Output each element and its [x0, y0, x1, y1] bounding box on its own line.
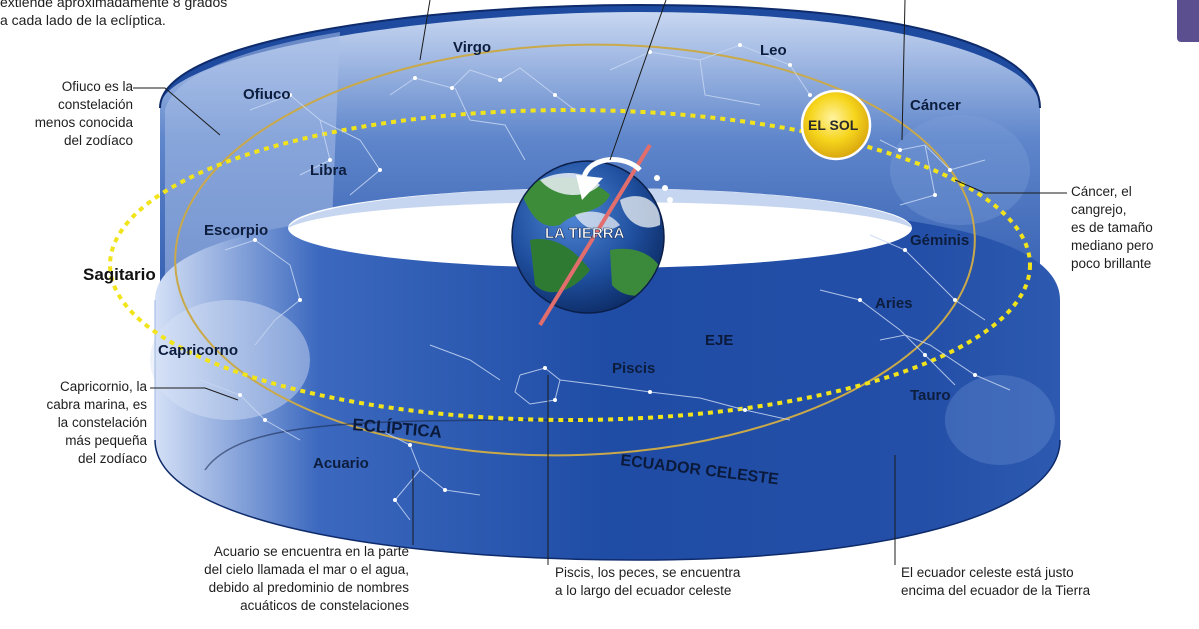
top-note-line-2: a cada lado de la eclíptica.	[0, 12, 166, 28]
const-leo: Leo	[760, 42, 787, 59]
note-acuario-line-2: del cielo llamada el mar o el agua,	[204, 562, 409, 577]
note-cancer-line-3: es de tamaño	[1071, 220, 1153, 235]
const-libra: Libra	[310, 162, 347, 179]
constellation-stars	[238, 43, 977, 502]
const-cancer: Cáncer	[910, 97, 961, 114]
const-sagitario: Sagitario	[83, 265, 156, 284]
note-ecuador: El ecuador celeste está justo encima del…	[901, 564, 1090, 600]
note-acuario: Acuario se encuentra en la parte del cie…	[130, 543, 409, 615]
bottom-rim	[154, 439, 1061, 561]
note-ofiuco: Ofiuco es la constelación menos conocida…	[0, 78, 133, 150]
note-ofiuco-line-1: Ofiuco es la	[61, 79, 133, 94]
note-cancer-line-4: mediano pero	[1071, 238, 1154, 253]
note-ecuador-line-2: encima del ecuador de la Tierra	[901, 583, 1091, 598]
haze-right	[890, 115, 1030, 225]
const-aries: Aries	[875, 295, 913, 312]
rotation-arrowhead	[576, 175, 603, 200]
leader-lines	[133, 0, 1067, 565]
const-virgo: Virgo	[453, 39, 491, 56]
note-cancer: Cáncer, el cangrejo, es de tamaño median…	[1071, 183, 1154, 273]
const-geminis: Géminis	[910, 232, 969, 249]
note-acuario-line-3: debido al predominio de nombres	[208, 580, 409, 595]
ecliptic-line	[108, 108, 1032, 422]
note-ecuador-line-1: El ecuador celeste está justo	[901, 565, 1074, 580]
note-capricornio-line-1: Capricornio, la	[59, 379, 147, 394]
earth-axis	[538, 143, 652, 327]
const-capricorno: Capricorno	[158, 342, 238, 359]
note-capricornio-line-3: la constelación	[57, 415, 147, 430]
top-note-line-1: extiende aproximadamente 8 grados	[0, 0, 228, 10]
note-piscis-line-1: Piscis, los peces, se encuentra	[555, 565, 741, 580]
outer-rim	[159, 3, 1041, 109]
note-capricornio-line-5: del zodíaco	[77, 451, 147, 466]
const-acuario: Acuario	[313, 455, 369, 472]
note-capricornio: Capricornio, la cabra marina, es la cons…	[0, 378, 147, 468]
equator-front-shadow	[204, 419, 581, 471]
rotation-dots	[654, 175, 673, 203]
note-ofiuco-line-3: menos conocida	[34, 115, 133, 130]
constellation-lines	[199, 44, 1011, 521]
label-axis: EJE	[705, 332, 733, 349]
note-acuario-line-1: Acuario se encuentra en la parte	[213, 544, 409, 559]
note-ofiuco-line-4: del zodíaco	[63, 133, 133, 148]
label-sun: EL SOL	[808, 117, 859, 133]
celestial-equator-line	[174, 43, 976, 457]
note-cancer-line-2: cangrejo,	[1071, 202, 1127, 217]
const-ofiuco: Ofiuco	[243, 86, 291, 103]
note-piscis-line-2: a lo largo del ecuador celeste	[555, 583, 732, 598]
sun	[800, 89, 872, 161]
note-cancer-line-1: Cáncer, el	[1071, 184, 1132, 199]
hole-rim	[288, 188, 912, 228]
const-escorpio: Escorpio	[204, 222, 268, 239]
haze-left	[150, 300, 310, 420]
note-capricornio-line-2: cabra marina, es	[46, 397, 147, 412]
page-corner-tab	[1177, 0, 1199, 42]
note-acuario-line-4: acuáticos de constelaciones	[240, 598, 409, 613]
haze-right-low	[945, 375, 1055, 465]
note-cancer-line-5: poco brillante	[1071, 256, 1152, 271]
label-earth: LA TIERRA	[545, 225, 625, 242]
note-capricornio-line-4: más pequeña	[65, 433, 147, 448]
const-tauro: Tauro	[910, 387, 951, 404]
top-note: extiende aproximadamente 8 grados a cada…	[0, 0, 227, 29]
note-piscis: Piscis, los peces, se encuentra a lo lar…	[555, 564, 740, 600]
note-ofiuco-line-2: constelación	[57, 97, 133, 112]
const-piscis: Piscis	[612, 360, 655, 377]
